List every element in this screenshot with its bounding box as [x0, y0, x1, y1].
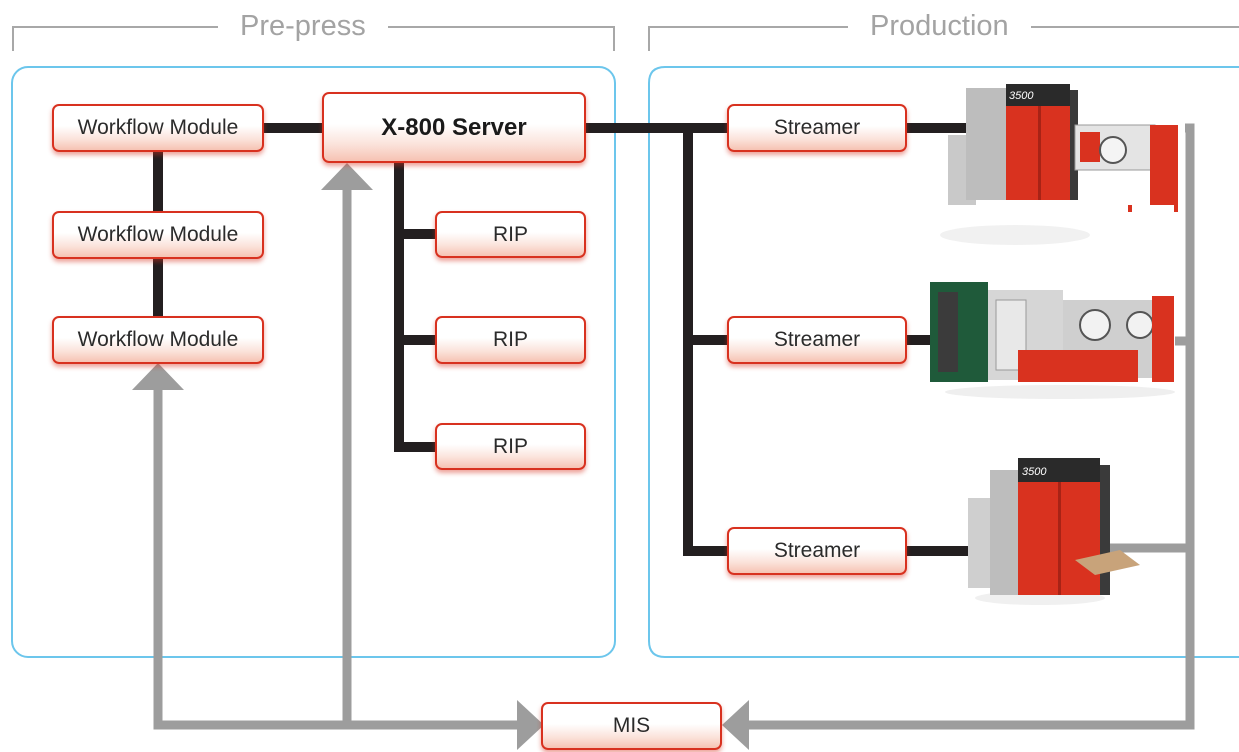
mis-node[interactable]: MIS — [541, 702, 722, 750]
press-machine-3: 3500 — [968, 458, 1140, 605]
rip-2[interactable]: RIP — [435, 316, 586, 364]
arrowhead-up-server — [321, 163, 373, 190]
network-connectors — [153, 123, 980, 556]
workflow-module-1[interactable]: Workflow Module — [52, 104, 264, 152]
streamer-2[interactable]: Streamer — [727, 316, 907, 364]
arrowhead-right-mis — [517, 700, 544, 750]
streamer-3[interactable]: Streamer — [727, 527, 907, 575]
workflow-module-2[interactable]: Workflow Module — [52, 211, 264, 259]
rip-3[interactable]: RIP — [435, 423, 586, 470]
arrowhead-up-workflow — [132, 363, 184, 390]
rip-1[interactable]: RIP — [435, 211, 586, 258]
prepress-panel — [11, 66, 616, 658]
production-section-title: Production — [848, 6, 1031, 46]
press-machine-2 — [930, 282, 1175, 399]
streamer-1[interactable]: Streamer — [727, 104, 907, 152]
workflow-module-3[interactable]: Workflow Module — [52, 316, 264, 364]
press-machine-1: 3500 — [940, 84, 1178, 245]
mis-feedback-lines — [153, 123, 1195, 730]
press-badge-3: 3500 — [1022, 466, 1047, 478]
production-bracket — [648, 26, 1239, 51]
x800-server[interactable]: X-800 Server — [322, 92, 586, 163]
prepress-section-title: Pre-press — [218, 6, 388, 46]
arrowhead-left-mis — [722, 700, 749, 750]
arrowheads — [132, 163, 749, 750]
production-panel — [648, 66, 1239, 658]
press-badge-1: 3500 — [1009, 90, 1034, 102]
